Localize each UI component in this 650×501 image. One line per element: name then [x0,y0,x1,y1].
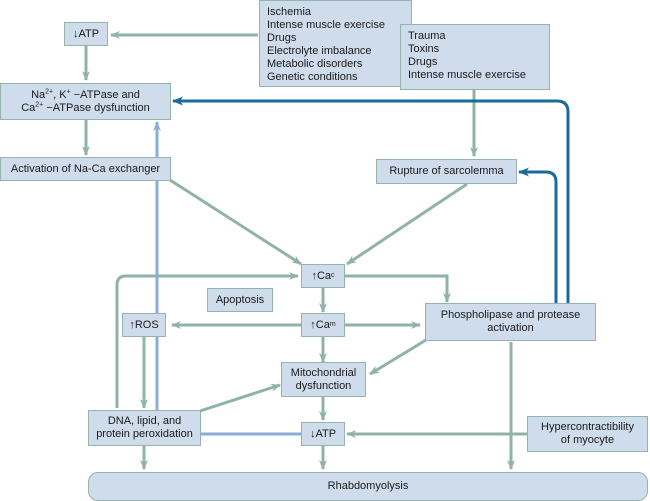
cause-item: Drugs [408,56,438,68]
arrow-sarcolemma-to-cac [346,182,468,266]
cause-item: Intense muscle exercise [408,69,526,81]
cause-item: Intense muscle exercise [267,19,385,31]
causes-box-ischemia: Ischemia Intense muscle exercise Drugs E… [259,0,412,87]
arrow-phospholipase-to-sarcolemma [518,167,558,303]
peroxidation-box: DNA, lipid, and protein peroxidation [88,410,201,446]
cause-item: Ischemia [267,6,312,18]
rhabdomyolysis-box: Rhabdomyolysis [88,472,648,501]
arrow-atp-to-atpase-feedback [153,121,301,436]
atp-decrease-bottom: ↓ATP [301,422,345,446]
up-arrow-icon: ↑ [310,318,316,331]
ros-box: ↑ROS [122,313,166,337]
arrow-loop-to-cac [115,272,299,408]
cause-item: Metabolic disorders [267,58,363,70]
sarcolemma-rupture-box: Rupture of sarcolemma [376,159,517,184]
cause-item: Drugs [267,32,297,44]
up-arrow-icon: ↑ [129,318,135,331]
na-ca-exchanger-box: Activation of Na-Ca exchanger [0,157,171,181]
arrow-exchanger-to-cac [169,178,302,266]
arrow-peroxidation-to-mito [199,383,281,413]
down-arrow-icon: ↓ [309,427,316,440]
up-arrow-icon: ↑ [311,269,317,282]
mitochondrial-dysfunction-box: Mitochondrial dysfunction [281,362,366,397]
cause-item: Electrolyte imbalance [267,45,372,57]
arrow-cac-to-phospholipase [345,274,451,303]
causes-box-trauma: Trauma Toxins Drugs Intense muscle exerc… [400,24,550,90]
cause-item: Trauma [408,30,446,42]
phospholipase-protease-box: Phospholipase and protease activation [425,303,596,341]
apoptosis-box: Apoptosis [207,288,273,312]
down-arrow-icon: ↓ [72,27,79,40]
atpase-dysfunction-box: Na2+, K+ −ATPase and Ca2+ −ATPase dysfun… [0,83,171,120]
hypercontractibility-box: Hypercontractibility of myocyte [527,416,648,452]
cause-item: Toxins [408,43,440,55]
arrow-phospholipase-to-atpase [172,96,570,303]
cause-item: Genetic conditions [267,71,358,83]
arrow-phospholipase-to-mito [369,338,427,376]
atp-decrease-top: ↓ATP [64,22,108,46]
